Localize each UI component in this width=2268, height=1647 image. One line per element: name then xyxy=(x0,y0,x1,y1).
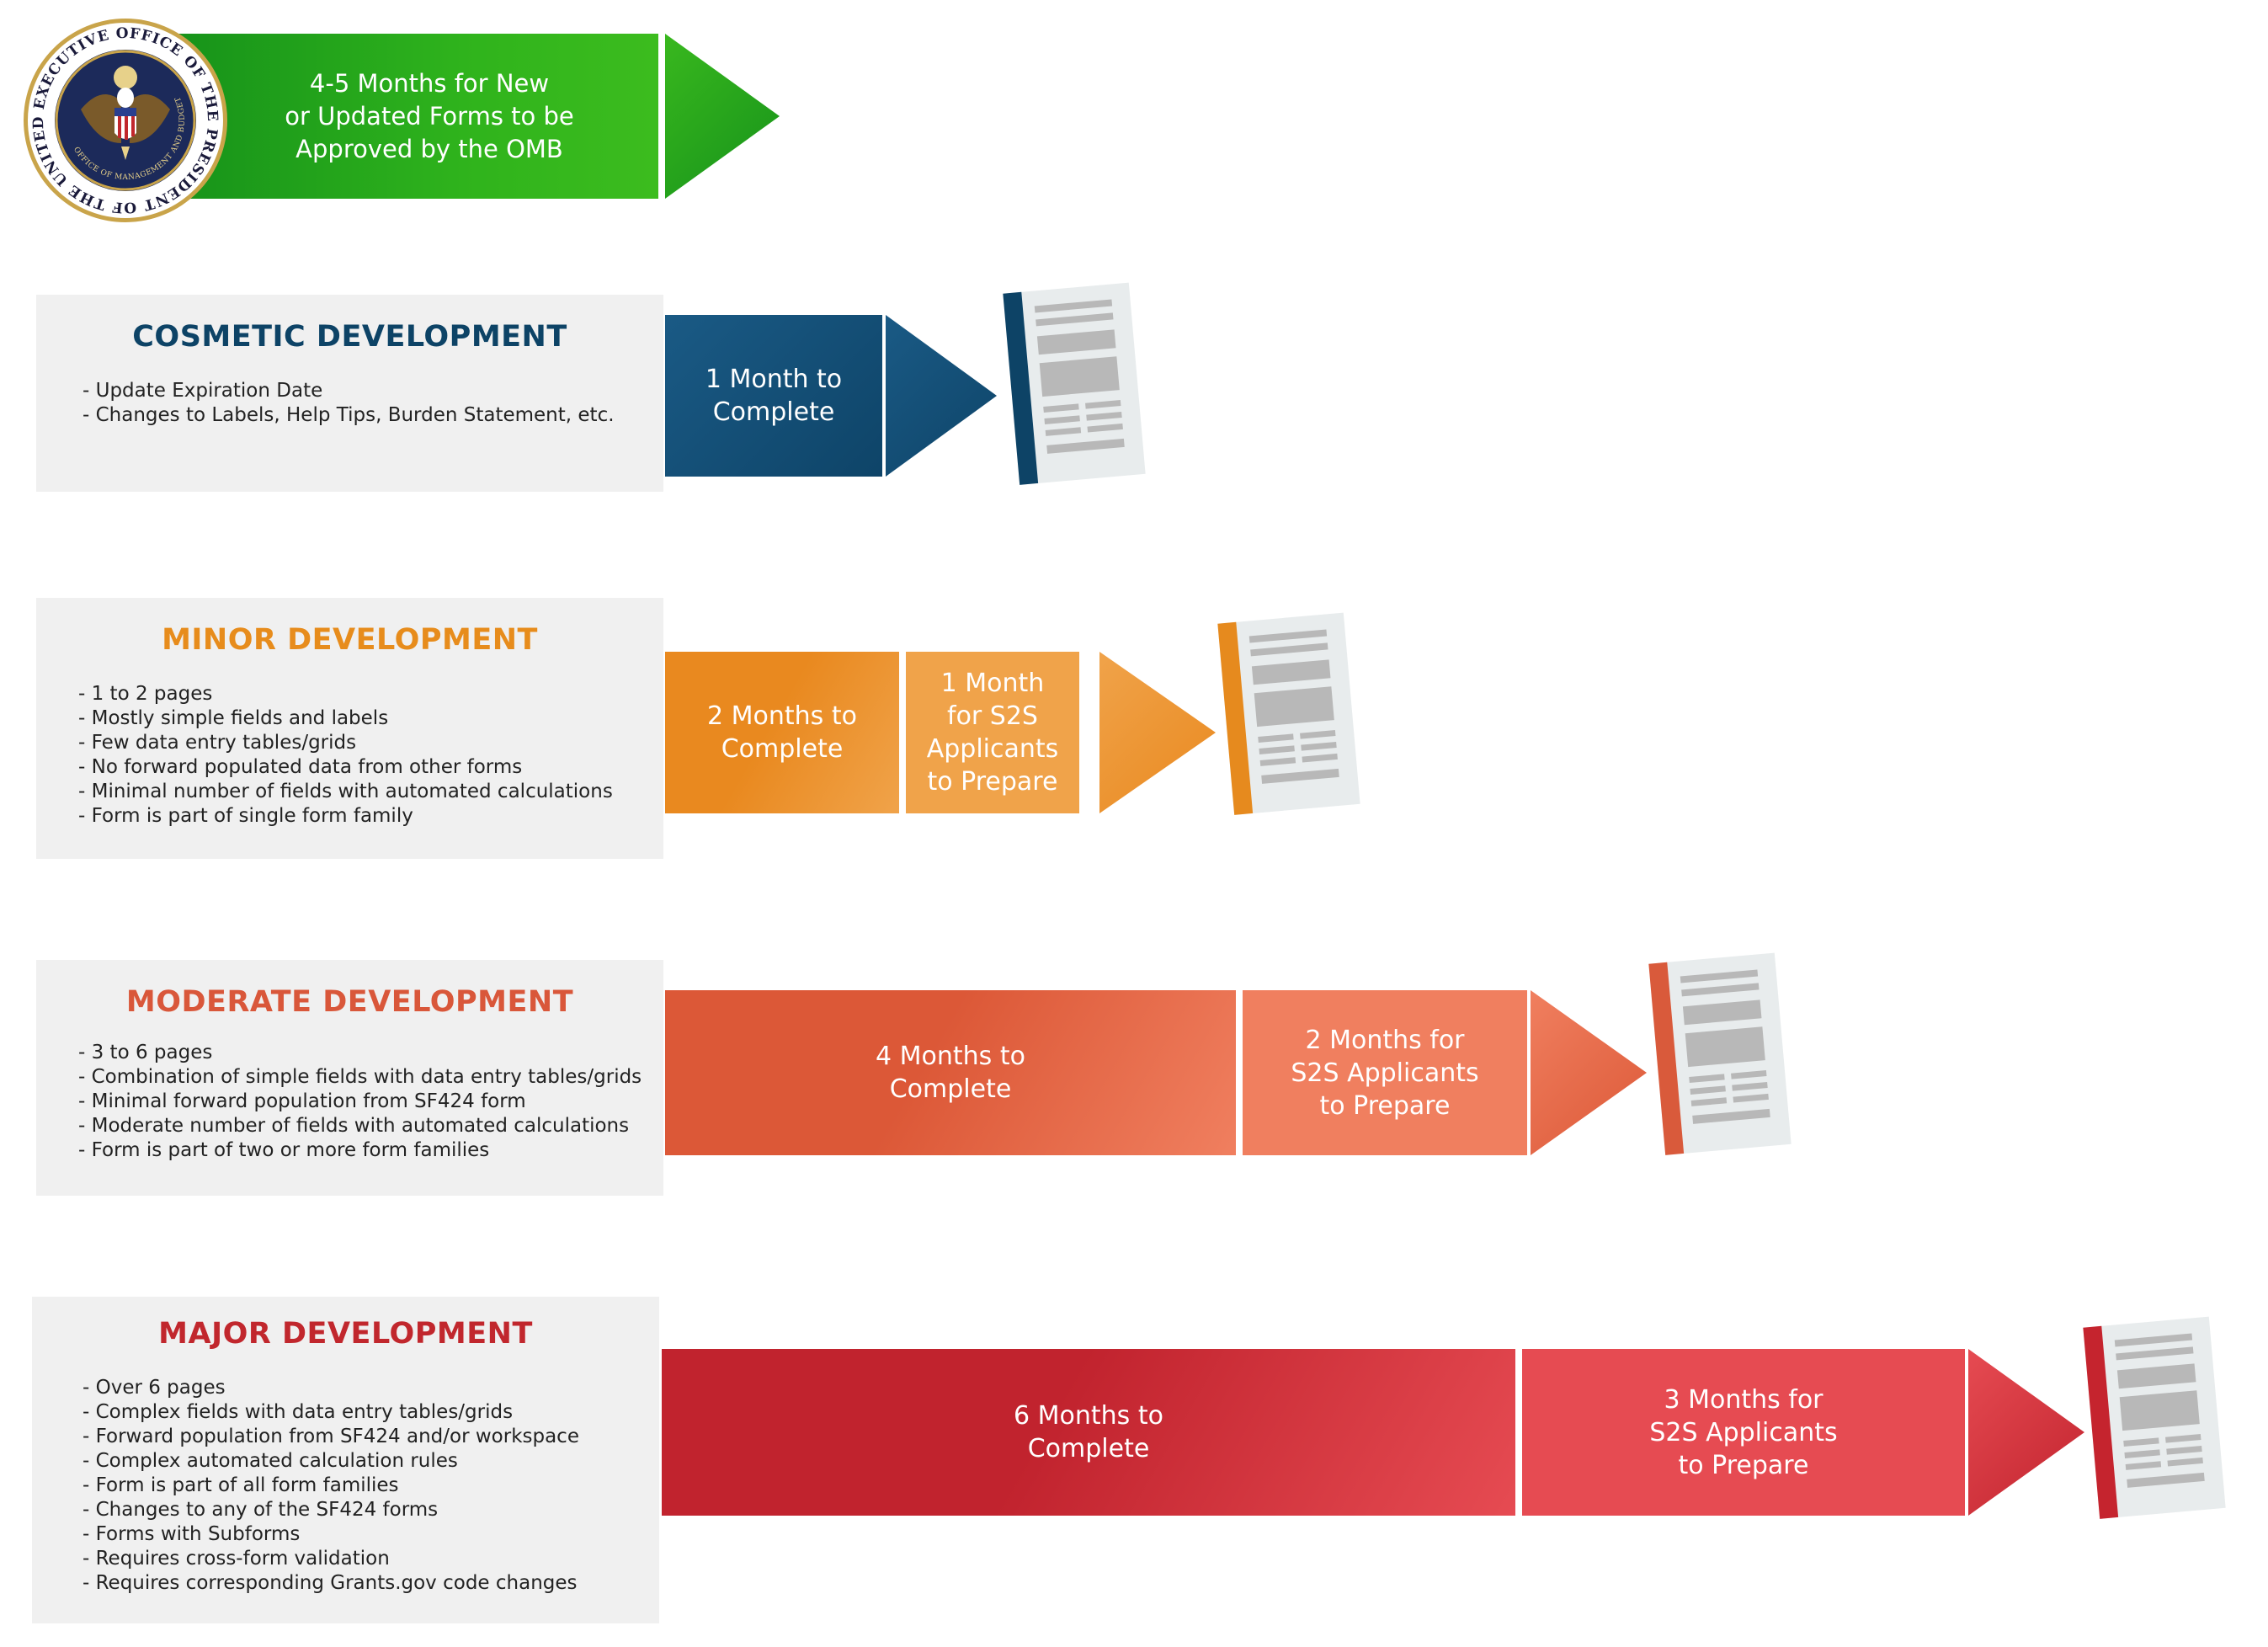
document-icon xyxy=(1648,952,1792,1155)
segment-line: Complete xyxy=(889,1074,1012,1104)
panel-item: - Form is part of single form family xyxy=(78,805,413,827)
segment-line: to Prepare xyxy=(927,767,1058,797)
panel-moderate: MODERATE DEVELOPMENT - 3 to 6 pages - Comb… xyxy=(36,960,663,1196)
segment-line: 1 Month to xyxy=(705,365,843,394)
omb-line-1: 4-5 Months for New xyxy=(309,68,550,98)
segment-major-1: 6 Months to Complete xyxy=(662,1349,1515,1516)
panel-item: - 1 to 2 pages xyxy=(78,683,213,705)
segment-line: 6 Months to xyxy=(1014,1401,1163,1431)
panel-item: - Few data entry tables/grids xyxy=(78,732,357,754)
panel-item: - Changes to any of the SF424 forms xyxy=(83,1499,439,1521)
document-icon xyxy=(2083,1316,2226,1519)
panel-items-major: - Over 6 pages- Complex fields with data… xyxy=(83,1376,579,1596)
segment-line: to Prepare xyxy=(1678,1450,1809,1480)
segment-line: to Prepare xyxy=(1319,1090,1451,1121)
panel-item: - Complex automated calculation rules xyxy=(83,1450,458,1472)
segment-text: 1 Month to Complete xyxy=(705,363,842,429)
arrow-head-moderate xyxy=(1531,990,1647,1155)
document-icon xyxy=(1003,282,1146,485)
segment-text: 4 Months to Complete xyxy=(876,1040,1025,1106)
omb-line-2: or Updated Forms to be xyxy=(285,101,574,131)
panel-item: - Form is part of all form families xyxy=(83,1474,399,1496)
panel-cosmetic: COSMETIC DEVELOPMENT - Update Expiration … xyxy=(36,295,663,492)
segment-cosmetic-1: 1 Month to Complete xyxy=(665,315,882,477)
segment-line: 2 Months to xyxy=(707,701,857,731)
segment-line: Complete xyxy=(1027,1434,1150,1463)
panel-item: - Requires corresponding Grants.gov code… xyxy=(83,1572,578,1594)
document-icon xyxy=(1217,612,1360,815)
panel-title-minor: MINOR DEVELOPMENT xyxy=(162,623,538,657)
panel-item: - Complex fields with data entry tables/… xyxy=(83,1401,514,1423)
segment-line: 4 Months to xyxy=(876,1042,1025,1071)
panel-item: - Minimal number of fields with automate… xyxy=(78,781,613,802)
panel-item: - Form is part of two or more form famil… xyxy=(78,1139,490,1161)
panel-item: - Changes to Labels, Help Tips, Burden S… xyxy=(83,404,615,426)
segment-line: 2 Months for xyxy=(1305,1025,1465,1055)
panel-items-minor: - 1 to 2 pages- Mostly simple fields and… xyxy=(78,682,613,829)
omb-approval-bar xyxy=(168,34,658,199)
panel-item: - 3 to 6 pages xyxy=(78,1042,213,1063)
arrow-head-minor xyxy=(1099,652,1216,813)
panel-title-major: MAJOR DEVELOPMENT xyxy=(158,1317,533,1351)
panel-title-moderate: MODERATE DEVELOPMENT xyxy=(125,985,574,1019)
omb-line-3: Approved by the OMB xyxy=(295,134,563,163)
arrow-head-major xyxy=(1968,1349,2084,1516)
omb-arrow-head xyxy=(665,34,780,199)
panel-major: MAJOR DEVELOPMENT- Over 6 pages- Complex… xyxy=(32,1297,659,1623)
panel-item: - Over 6 pages xyxy=(83,1377,226,1399)
segment-line: 1 Month xyxy=(940,669,1045,698)
panel-minor: MINOR DEVELOPMENT - 1 to 2 pages- Mostly … xyxy=(36,598,663,859)
segment-line: Complete xyxy=(721,734,844,764)
panel-item: - Minimal forward population from SF424 … xyxy=(78,1090,526,1112)
panel-item: - Forms with Subforms xyxy=(83,1523,301,1545)
omb-approval-text: 4-5 Months for New or Updated Forms to b… xyxy=(278,34,581,199)
panel-item: - Moderate number of fields with automat… xyxy=(78,1115,630,1137)
arrow-head-cosmetic xyxy=(886,315,997,477)
panel-title-cosmetic: COSMETIC DEVELOPMENT xyxy=(132,320,567,354)
segment-line: Applicants xyxy=(926,734,1059,764)
panel-item: - Update Expiration Date xyxy=(83,380,323,402)
segment-text: 6 Months to Complete xyxy=(1014,1399,1163,1465)
segment-line: S2S Applicants xyxy=(1291,1058,1479,1088)
panel-item: - Forward population from SF424 and/or w… xyxy=(83,1426,579,1447)
panel-item: - Mostly simple fields and labels xyxy=(78,707,389,729)
segment-line: 3 Months for xyxy=(1664,1384,1823,1415)
panel-items-cosmetic: - Update Expiration Date- Changes to Lab… xyxy=(83,379,615,428)
segment-moderate-1: 4 Months to Complete xyxy=(665,990,1236,1155)
segment-line: S2S Applicants xyxy=(1649,1417,1838,1447)
omb-seal-icon: EXECUTIVE OFFICE OF THE PRESIDENT OF THE… xyxy=(22,17,227,222)
segment-line: Complete xyxy=(712,397,835,427)
segment-line: for S2S xyxy=(947,701,1038,731)
panel-item: - No forward populated data from other f… xyxy=(78,756,523,778)
panel-items-moderate: - 3 to 6 pages - Combination of simple fi… xyxy=(78,1041,642,1163)
panel-item: - Combination of simple fields with data… xyxy=(78,1066,642,1088)
panel-item: - Requires cross-form validation xyxy=(83,1548,390,1570)
